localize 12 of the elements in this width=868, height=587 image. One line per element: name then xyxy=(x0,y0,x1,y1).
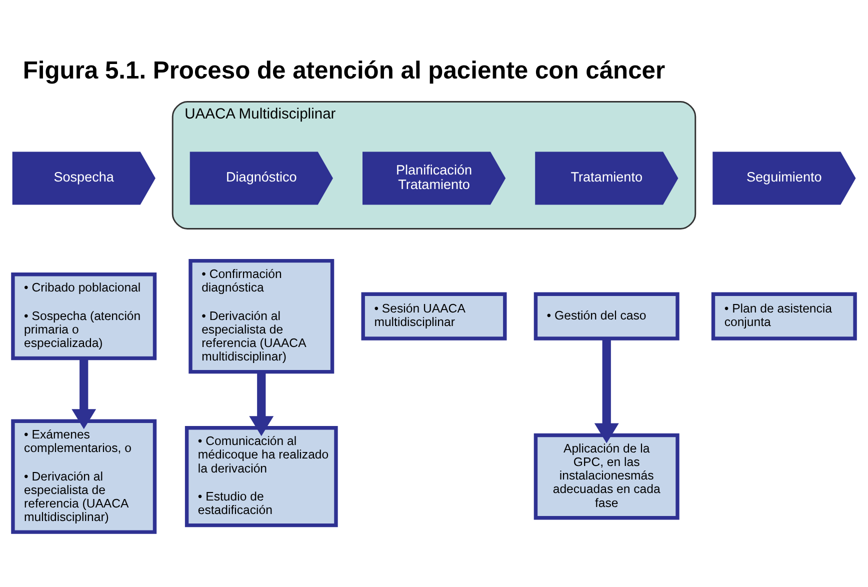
arrow xyxy=(72,358,96,430)
node-box: • Plan de asistencia conjunta xyxy=(711,292,857,340)
node-box: • Gestión del caso xyxy=(534,292,680,340)
node-box: • Confirmación diagnóstica • Derivación al especialista de referencia (UAACA multidisciplinar) xyxy=(188,258,334,374)
node-box: • Exámenes complementarios, o • Derivación al especialista de referencia (UAACA multidisciplinar) xyxy=(11,419,157,534)
node-box: • Comunicación al médicoque ha realizado la derivación • Estudio de estadificación xyxy=(184,426,338,528)
arrow xyxy=(594,338,619,444)
node-box: Aplicación de la GPC, en las instalacionesmás adecuadas en cada fase xyxy=(534,433,680,520)
diagram-title: Figura 5.1. Proceso de atención al paciente con cáncer xyxy=(22,57,666,84)
arrow xyxy=(249,372,274,436)
node-box: • Cribado poblacional • Sospecha (atención primaria o especializada) xyxy=(11,272,157,360)
node-box: • Sesión UAACA multidisciplinar xyxy=(361,292,507,340)
